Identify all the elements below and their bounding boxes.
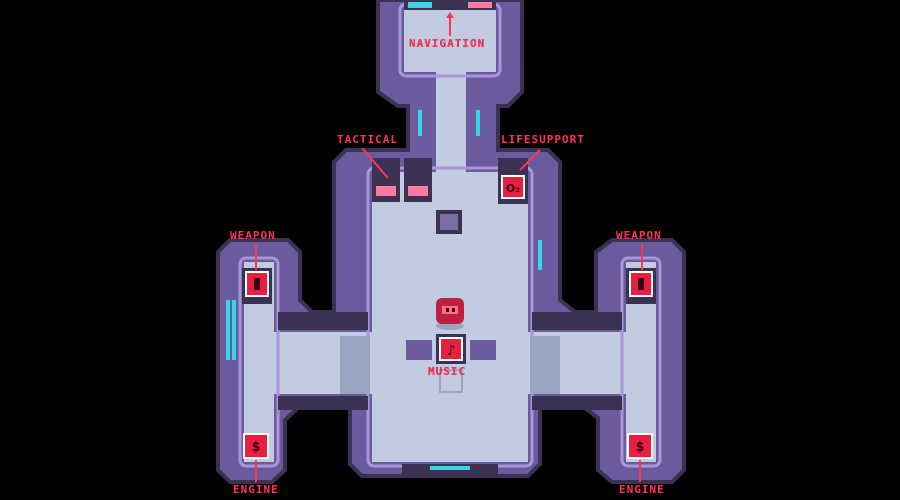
engine-left-icon[interactable]: $ [243, 433, 269, 482]
tactical-screen [408, 186, 428, 196]
light-strip [232, 300, 236, 360]
weapon-right-symbol [638, 278, 644, 290]
light-strip [226, 300, 230, 360]
pocket [532, 312, 622, 330]
light-strip [418, 110, 422, 136]
lifesupport-glyph: O₂ [506, 182, 520, 195]
nav-pointer-head [446, 12, 454, 18]
tactical-pointer [361, 147, 389, 179]
weapon-left-icon[interactable] [242, 244, 272, 304]
engine-right-glyph: $ [635, 440, 644, 455]
pocket [532, 396, 622, 410]
label-tactical: TACTICAL [337, 133, 398, 146]
nav-console [404, 0, 496, 10]
floor-marker [439, 369, 463, 393]
floor-details [340, 210, 560, 474]
tactical-console-icon[interactable] [361, 147, 432, 202]
floor-vent [406, 340, 432, 360]
music-glyph: ♪ [447, 343, 456, 359]
door-bottom-lights [430, 466, 470, 470]
engine-left-glyph: $ [251, 440, 260, 455]
label-engine-right: ENGINE [619, 483, 665, 496]
navigation-console-icon[interactable] [404, 0, 496, 36]
wall-lights [226, 110, 542, 360]
label-weapon-left: WEAPON [230, 229, 276, 242]
engine-left-panel [243, 433, 269, 459]
player-eye [446, 308, 449, 312]
nav-screen [468, 2, 492, 8]
label-lifesupport: LIFESUPPORT [501, 133, 585, 146]
pocket [278, 396, 368, 410]
floor-seam [340, 336, 370, 394]
floor-seam [530, 336, 560, 394]
tactical-screen [376, 186, 396, 196]
floor-corridor [436, 72, 466, 172]
label-music: MUSIC [428, 365, 467, 378]
light-strip [476, 110, 480, 136]
crew-character-icon[interactable] [436, 298, 464, 330]
nav-screen [408, 2, 432, 8]
player-visor [442, 306, 458, 314]
floor-hatch-grill [440, 214, 458, 230]
label-weapon-right: WEAPON [616, 229, 662, 242]
oxygen-icon[interactable]: O₂ [498, 149, 541, 204]
trim-left-room [238, 256, 280, 468]
wall-pockets [278, 312, 622, 410]
engine-right-icon[interactable]: $ [627, 433, 653, 482]
label-engine-left: ENGINE [233, 483, 279, 496]
weapon-right-icon[interactable] [626, 244, 656, 304]
music-panel [439, 337, 463, 361]
light-strip [538, 240, 542, 270]
weapon-left-symbol [254, 278, 260, 290]
floor-vent [470, 340, 496, 360]
engine-right-panel [627, 433, 653, 459]
lifesupport-panel [501, 175, 525, 199]
pocket [278, 312, 368, 330]
music-note-icon[interactable]: ♪ [436, 334, 466, 364]
lifesupport-pointer [519, 149, 541, 171]
player-eye [452, 308, 455, 312]
label-navigation: NAVIGATION [409, 37, 486, 50]
